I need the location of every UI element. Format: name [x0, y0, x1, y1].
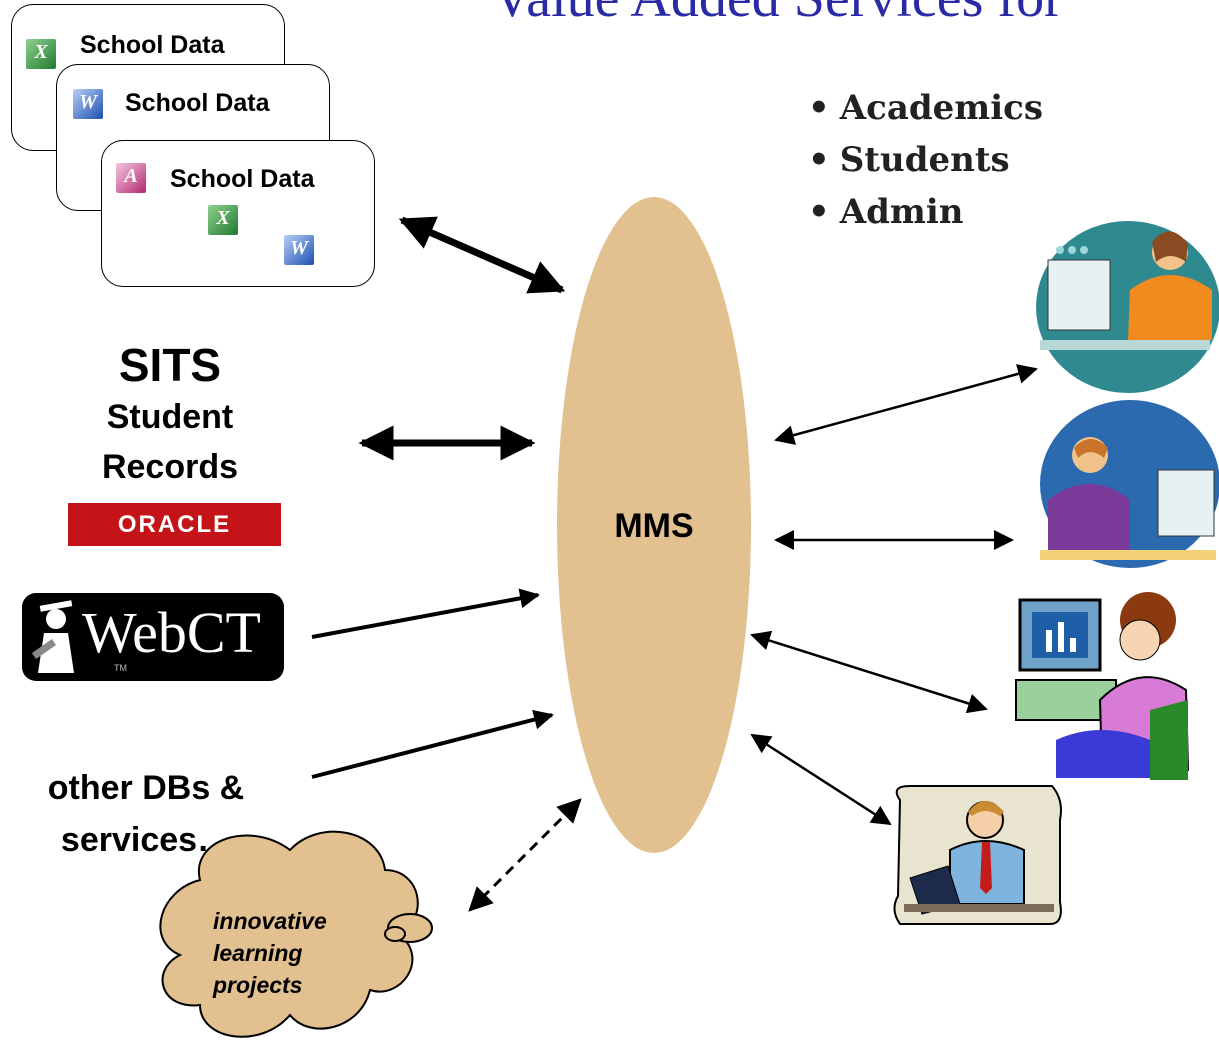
- man-at-computer-icon: [1040, 400, 1219, 568]
- excel-icon: X: [26, 39, 56, 69]
- ideas-cloud: [159, 830, 433, 1038]
- excel-icon: X: [208, 205, 238, 235]
- cloud-line2: learning: [213, 940, 303, 966]
- sits-block: SITS Student Records: [90, 338, 250, 492]
- docs-mms-arrow: [398, 216, 566, 294]
- school-data-label: School Data: [80, 31, 225, 59]
- other-dbs-label: other DBs & services…: [8, 762, 284, 866]
- webct-text: WebCT: [82, 600, 261, 665]
- school-data-card-3: A School Data X W: [101, 140, 375, 287]
- graduate-icon: [32, 600, 74, 673]
- word-icon: W: [284, 235, 314, 265]
- bullet-students: Students: [808, 134, 1043, 186]
- services-list: Academics Students Admin: [808, 82, 1043, 238]
- mms-label: MMS: [614, 507, 694, 545]
- sits-line1: Student: [106, 398, 234, 436]
- man-with-laptop-icon: [893, 785, 1062, 925]
- user3-arrow: [750, 630, 988, 714]
- otherdb-mms-arrow: [311, 709, 554, 779]
- sits-line2: Records: [101, 448, 239, 486]
- user1-arrow: [774, 364, 1038, 445]
- school-data-label: School Data: [170, 165, 315, 193]
- bullet-academics: Academics: [808, 82, 1043, 134]
- bullet-admin: Admin: [808, 186, 1043, 238]
- trademark: TM: [114, 663, 127, 673]
- webct-mms-arrow: [311, 588, 540, 639]
- oracle-logo: ORACLE: [68, 503, 281, 546]
- page-title: Value Added Services for: [492, 0, 1063, 30]
- webct-logo: WebCT TM: [22, 593, 284, 681]
- woman-at-desktop-icon: [1015, 592, 1190, 780]
- cloud-mms-arrow: [468, 798, 582, 912]
- user4-arrow: [750, 733, 892, 826]
- cloud-line3: projects: [213, 972, 303, 998]
- access-icon: A: [116, 163, 146, 193]
- woman-at-computer-icon: [1036, 221, 1219, 393]
- cloud-label: innovative learning projects: [213, 905, 327, 1001]
- word-icon: W: [73, 89, 103, 119]
- other-line1: other DBs &: [47, 769, 245, 807]
- sits-title: SITS: [118, 339, 222, 391]
- mms-ellipse: [557, 197, 751, 853]
- school-data-label: School Data: [125, 89, 270, 117]
- cloud-line1: innovative: [213, 908, 327, 934]
- other-line2: services…: [60, 821, 232, 859]
